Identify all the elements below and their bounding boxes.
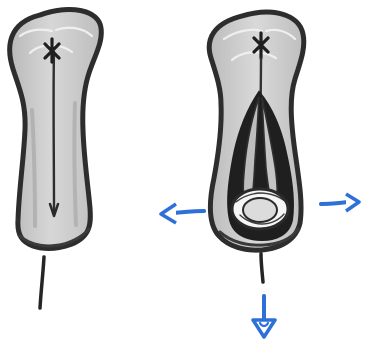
figure-closed-fold-right xyxy=(74,103,76,225)
figure-open-ring-inner xyxy=(243,198,277,222)
arrow-right xyxy=(321,194,359,211)
arrow-left-shaft xyxy=(174,211,204,213)
figure-open-stem xyxy=(261,254,263,282)
arrow-down xyxy=(253,296,275,337)
figure-closed xyxy=(10,9,102,308)
arrow-right-shaft xyxy=(321,202,348,204)
arrow-left-head xyxy=(161,204,176,223)
figure-open xyxy=(209,12,304,282)
arrow-right-head xyxy=(346,194,359,211)
figure-closed-stem xyxy=(40,257,44,308)
arrow-left xyxy=(161,204,204,223)
arrow-down-head xyxy=(253,320,275,337)
